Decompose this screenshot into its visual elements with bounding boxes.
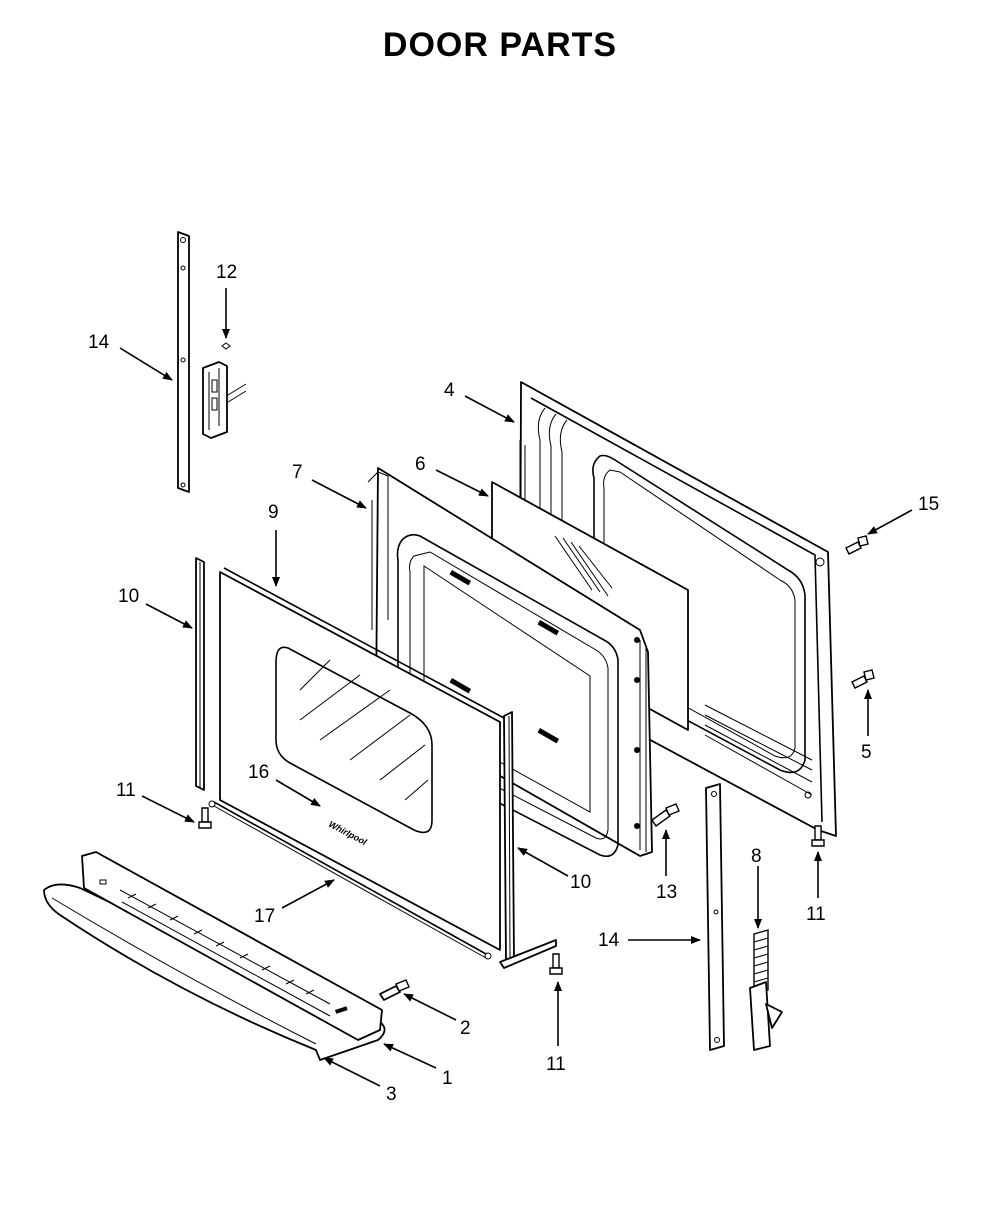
- part-door-hinge[interactable]: [749, 929, 783, 1051]
- callout-10-left: 10: [118, 586, 139, 607]
- callout-5: 5: [861, 742, 872, 763]
- part-side-trim-left[interactable]: [195, 557, 205, 791]
- callout-3: 3: [386, 1084, 397, 1105]
- callout-14-upper: 14: [88, 332, 110, 353]
- part-handle-trim[interactable]: [81, 851, 383, 1041]
- callout-17: 17: [254, 906, 275, 927]
- callout-11-bottom: 11: [546, 1054, 566, 1075]
- part-hinge-bracket-upper[interactable]: [202, 342, 247, 439]
- callout-11-right: 11: [806, 904, 826, 925]
- part-screw-15[interactable]: [845, 535, 869, 555]
- page-title: DOOR PARTS: [382, 26, 618, 64]
- callout-11-left: 11: [116, 780, 136, 801]
- part-screw-11-right[interactable]: [811, 825, 825, 847]
- callout-labels: 12 14 4 7 6 15 9 10 5 11 16 10 13 17 14 …: [88, 262, 939, 1105]
- callout-7: 7: [292, 462, 303, 483]
- callout-2: 2: [460, 1018, 471, 1039]
- callout-13: 13: [656, 882, 677, 903]
- callout-4: 4: [444, 380, 455, 401]
- callout-15: 15: [918, 494, 939, 515]
- callout-1: 1: [442, 1068, 453, 1089]
- callout-14-lower: 14: [598, 930, 620, 951]
- callout-9: 9: [268, 502, 279, 523]
- part-door-handle[interactable]: [43, 883, 386, 1061]
- leader-lines: [119, 288, 913, 1087]
- part-outer-glass[interactable]: Whirlpool: [219, 567, 505, 951]
- callout-10-right: 10: [570, 872, 591, 893]
- callout-8: 8: [751, 846, 762, 867]
- part-screw-5[interactable]: [851, 669, 875, 689]
- callout-6: 6: [415, 454, 426, 475]
- callout-16: 16: [248, 762, 269, 783]
- part-screw-11-bottom[interactable]: [549, 953, 563, 975]
- part-screw-13[interactable]: [651, 803, 680, 827]
- part-hinge-receptacle-upper[interactable]: [177, 231, 190, 493]
- part-handle-rod[interactable]: [208, 800, 492, 960]
- part-screw-11-left[interactable]: [198, 807, 212, 829]
- part-screw-2[interactable]: [379, 979, 410, 1001]
- part-side-trim-right[interactable]: [499, 711, 557, 969]
- part-hinge-receptacle-lower[interactable]: [705, 783, 725, 1051]
- callout-12: 12: [216, 262, 237, 283]
